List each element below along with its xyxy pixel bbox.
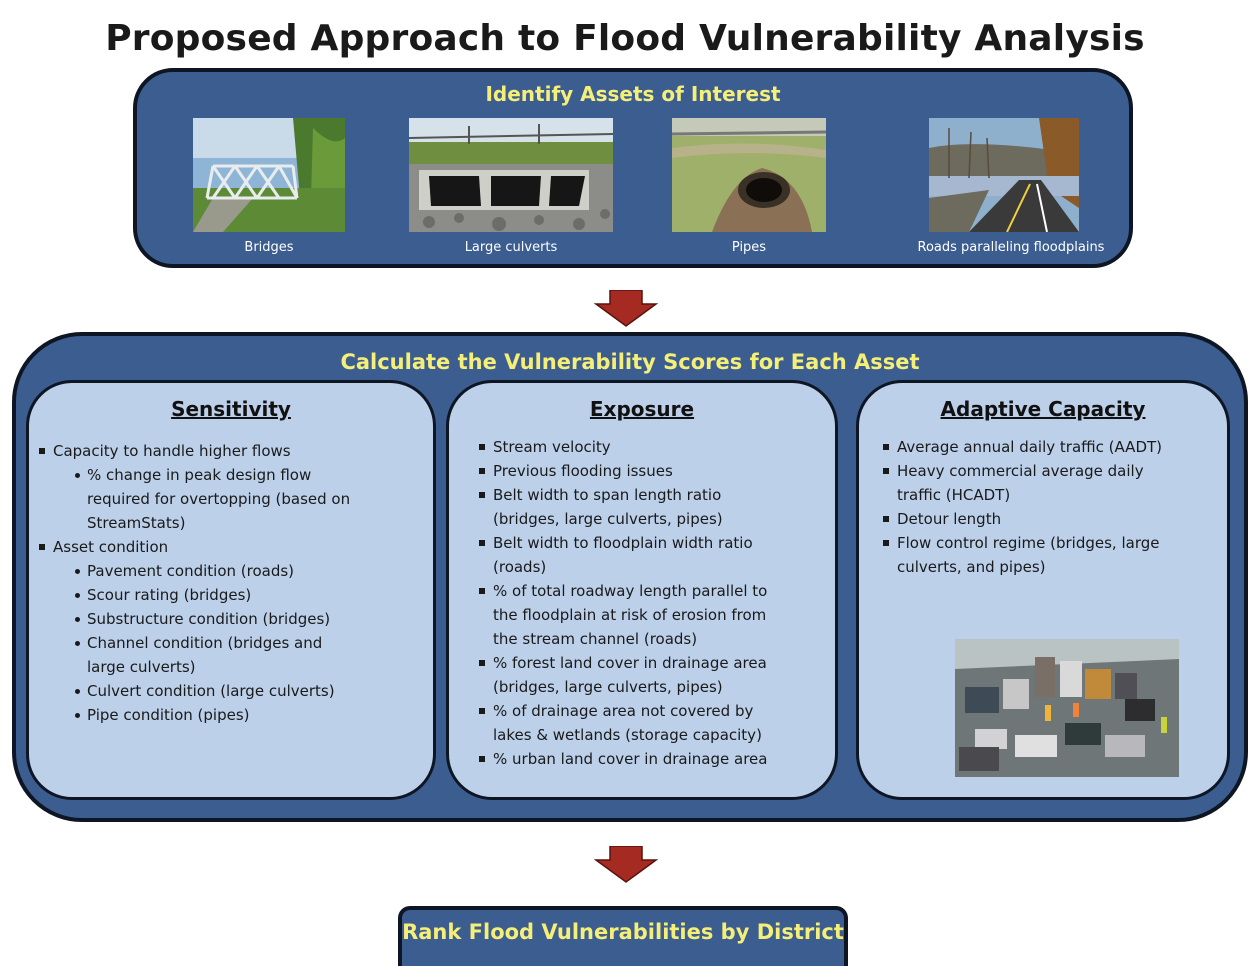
list-item: % of total roadway length parallel to	[479, 579, 767, 603]
list-item-continuation: lakes & wetlands (storage capacity)	[493, 726, 762, 744]
list-item: Stream velocity	[479, 435, 767, 459]
down-arrow-icon	[594, 846, 658, 883]
list-item: Pavement condition (roads)	[39, 559, 350, 583]
list-item-continuation: the stream channel (roads)	[493, 630, 698, 648]
road-photo-icon	[929, 118, 1079, 232]
list-item-continuation: (roads)	[493, 558, 547, 576]
list-item: Pipe condition (pipes)	[39, 703, 350, 727]
list-item-continuation: (bridges, large culverts, pipes)	[493, 510, 723, 528]
list-item: % of drainage area not covered by	[479, 699, 767, 723]
list-item-continuation: (bridges, large culverts, pipes)	[493, 678, 723, 696]
exposure-title: Exposure	[589, 397, 695, 421]
asset-pipes: Pipes	[672, 118, 826, 255]
list-item-continuation: traffic (HCADT)	[897, 486, 1011, 504]
list-item-continuation: culverts, and pipes)	[897, 558, 1046, 576]
exposure-list: Stream velocity Previous flooding issues…	[479, 435, 767, 771]
list-item: Asset condition	[39, 535, 350, 559]
list-item: Capacity to handle higher flows	[39, 439, 350, 463]
asset-label: Large culverts	[464, 240, 558, 255]
list-item: Belt width to floodplain width ratio	[479, 531, 767, 555]
down-arrow-icon	[594, 290, 658, 327]
list-item: Belt width to span length ratio	[479, 483, 767, 507]
list-item: Previous flooding issues	[479, 459, 767, 483]
list-item: Scour rating (bridges)	[39, 583, 350, 607]
asset-roads: Roads paralleling floodplains	[893, 118, 1129, 255]
list-item: Heavy commercial average daily	[883, 459, 1162, 483]
list-item-continuation: the floodplain at risk of erosion from	[493, 606, 767, 624]
asset-label: Bridges	[244, 240, 294, 255]
asset-label: Roads paralleling floodplains	[917, 240, 1105, 255]
adaptive-capacity-title: Adaptive Capacity	[940, 397, 1146, 421]
list-item-continuation: large culverts)	[87, 658, 196, 676]
asset-large-culverts: Large culverts	[409, 118, 613, 255]
calculate-scores-box: Calculate the Vulnerability Scores for E…	[12, 332, 1248, 822]
list-item: % forest land cover in drainage area	[479, 651, 767, 675]
identify-assets-heading: Identify Assets of Interest	[485, 82, 781, 106]
calculate-scores-heading: Calculate the Vulnerability Scores for E…	[340, 350, 920, 374]
pipe-photo-icon	[672, 118, 826, 232]
rank-vulnerabilities-box: Rank Flood Vulnerabilities by District	[398, 906, 848, 966]
identify-assets-box: Identify Assets of Interest	[133, 68, 1133, 268]
list-item: Culvert condition (large culverts)	[39, 679, 350, 703]
asset-label: Pipes	[731, 240, 767, 255]
sensitivity-panel: Sensitivity Capacity to handle higher fl…	[26, 380, 436, 800]
list-item: Flow control regime (bridges, large	[883, 531, 1162, 555]
list-item: Substructure condition (bridges)	[39, 607, 350, 631]
list-item: Average annual daily traffic (AADT)	[883, 435, 1162, 459]
sensitivity-list: Capacity to handle higher flows % change…	[39, 439, 350, 727]
culvert-photo-icon	[409, 118, 613, 232]
list-item: % change in peak design flow	[39, 463, 350, 487]
diagram-title: Proposed Approach to Flood Vulnerability…	[105, 18, 1145, 59]
adaptive-capacity-panel: Adaptive Capacity Average annual daily t…	[856, 380, 1230, 800]
asset-bridges: Bridges	[193, 118, 345, 255]
rank-vulnerabilities-heading: Rank Flood Vulnerabilities by District	[402, 920, 844, 944]
list-item: % urban land cover in drainage area	[479, 747, 767, 771]
bridge-photo-icon	[193, 118, 345, 232]
traffic-photo-icon	[955, 639, 1179, 777]
list-item: Detour length	[883, 507, 1162, 531]
sensitivity-title: Sensitivity	[171, 397, 291, 421]
adaptive-capacity-list: Average annual daily traffic (AADT) Heav…	[883, 435, 1162, 579]
exposure-panel: Exposure Stream velocity Previous floodi…	[446, 380, 838, 800]
list-item-continuation: required for overtopping (based on	[87, 490, 351, 508]
list-item-continuation: StreamStats)	[87, 514, 186, 532]
list-item: Channel condition (bridges and	[39, 631, 350, 655]
